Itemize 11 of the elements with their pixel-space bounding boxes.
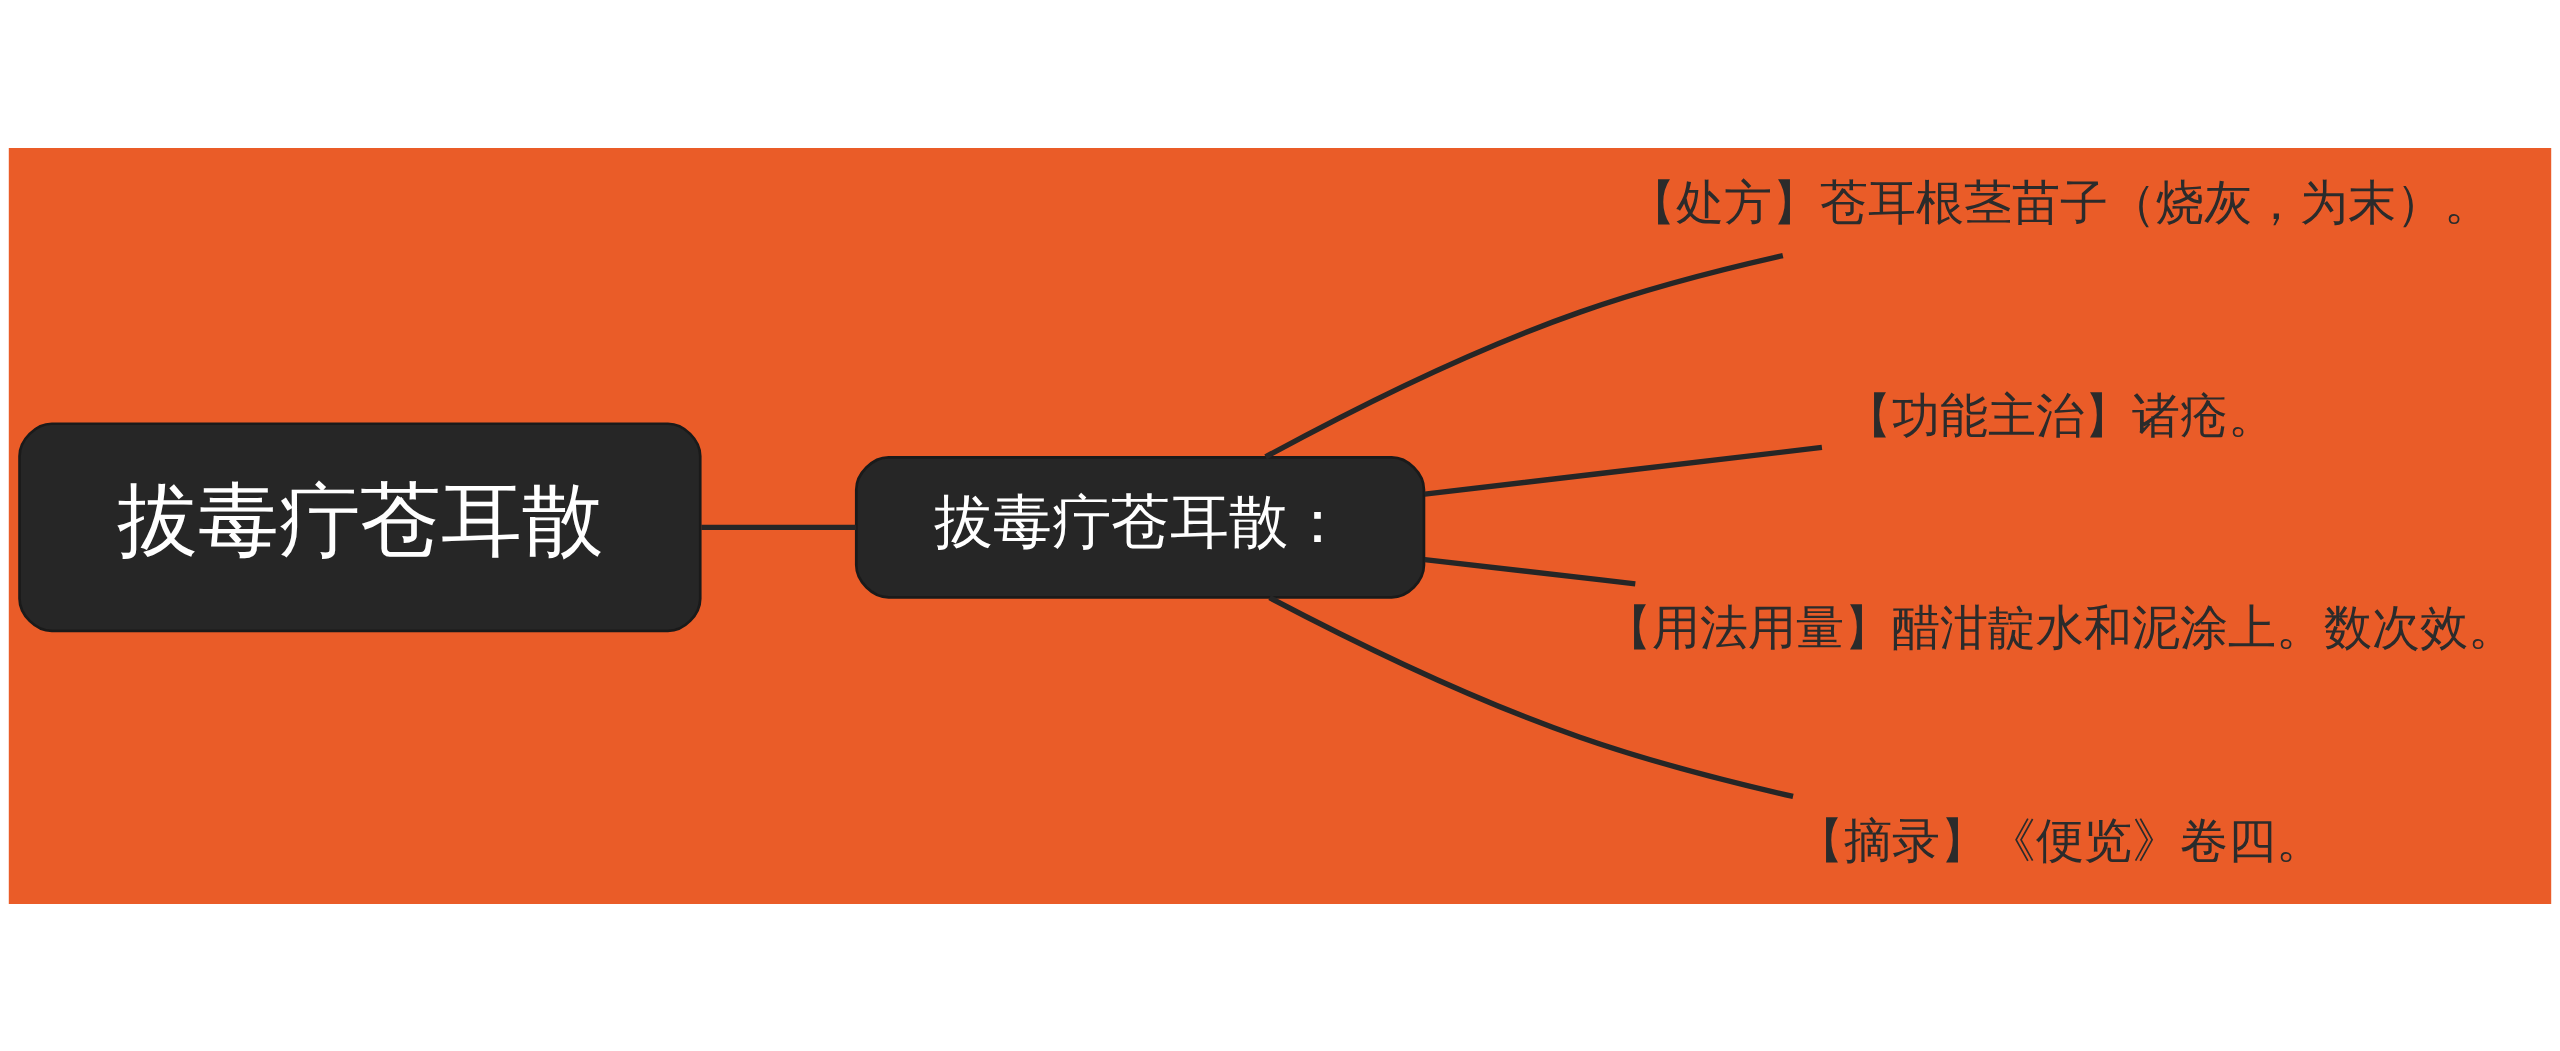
node-text: 【用法用量】醋泔靛水和泥涂上。数次效。 [1604, 598, 2517, 655]
connector [1264, 252, 1784, 459]
node-box: 拔毒疔苍耳散： [854, 455, 1426, 599]
node-text: 【处方】苍耳根茎苗子（烧灰，为末）。 [1628, 173, 2493, 230]
node-text: 【摘录】《便览》卷四。 [1796, 811, 2325, 868]
node-text: 【功能主治】诸疮。 [1844, 386, 2277, 443]
node-box: 拔毒疔苍耳散 [18, 421, 702, 632]
connector [1268, 594, 1794, 799]
connector [1424, 444, 1823, 497]
connector [1424, 556, 1636, 586]
connector [701, 524, 857, 530]
